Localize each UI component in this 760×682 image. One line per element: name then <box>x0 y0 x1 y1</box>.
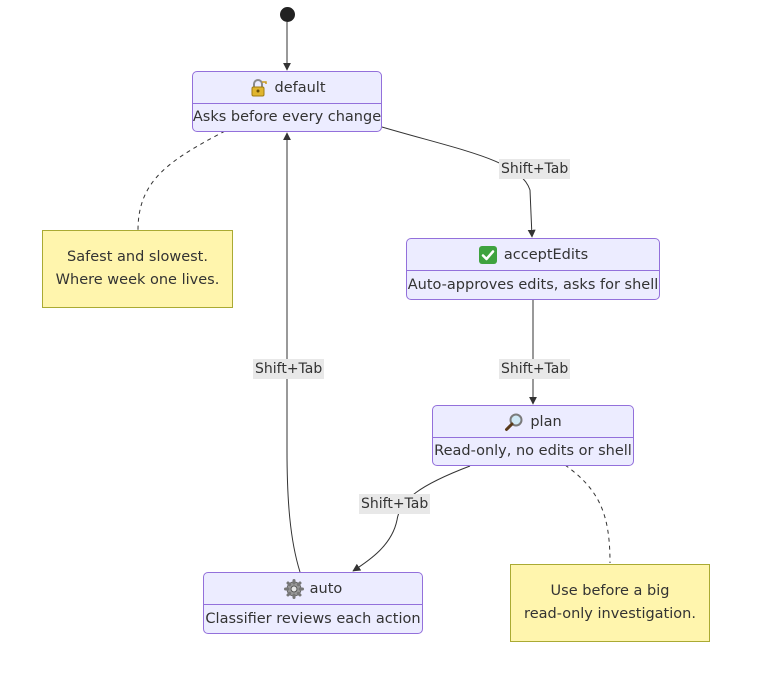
state-default[interactable]: default Asks before every change <box>192 71 382 132</box>
magnifier-icon <box>504 412 524 432</box>
state-acceptEdits-header: acceptEdits <box>407 239 659 271</box>
note-plan-line-2: read-only investigation. <box>524 606 696 622</box>
edge-auto-to-default <box>283 132 301 573</box>
state-acceptEdits-title: acceptEdits <box>503 246 589 263</box>
initial-state-marker <box>280 7 295 22</box>
state-acceptEdits[interactable]: acceptEdits Auto-approves edits, asks fo… <box>406 238 660 300</box>
note-default: Safest and slowest. Where week one lives… <box>42 230 233 308</box>
note-plan: Use before a big read-only investigation… <box>510 564 710 642</box>
edge-plan-to-auto <box>352 465 471 572</box>
state-plan-description: Read-only, no edits or shell <box>434 442 632 459</box>
state-default-header: default <box>193 72 381 104</box>
state-auto-title: auto <box>309 580 343 597</box>
state-acceptEdits-description: Auto-approves edits, asks for shell <box>407 276 659 293</box>
edge-label-plan-to-auto: Shift+Tab <box>359 494 431 514</box>
state-plan[interactable]: plan Read-only, no edits or shell <box>432 405 634 466</box>
gear-icon <box>283 578 304 599</box>
state-auto[interactable]: auto Classifier reviews each action <box>203 572 423 634</box>
state-auto-description: Classifier reviews each action <box>205 610 421 627</box>
state-default-description: Asks before every change <box>192 108 382 125</box>
edge-default-to-acceptEdits <box>381 126 536 238</box>
lock-with-key-icon <box>248 78 268 98</box>
note-default-line-1: Safest and slowest. <box>67 249 208 265</box>
check-mark-icon <box>478 245 498 265</box>
note-plan-line-1: Use before a big <box>550 583 670 599</box>
note-default-line-2: Where week one lives. <box>55 272 220 288</box>
state-default-title: default <box>274 79 326 96</box>
note-link-default <box>137 130 226 231</box>
state-plan-title: plan <box>530 413 562 430</box>
note-link-plan <box>564 464 611 564</box>
edge-label-default-to-acceptEdits: Shift+Tab <box>499 159 571 179</box>
edge-label-acceptEdits-to-plan: Shift+Tab <box>499 359 571 379</box>
edge-label-auto-to-default: Shift+Tab <box>253 359 325 379</box>
state-plan-header: plan <box>433 406 633 438</box>
state-auto-header: auto <box>204 573 422 605</box>
